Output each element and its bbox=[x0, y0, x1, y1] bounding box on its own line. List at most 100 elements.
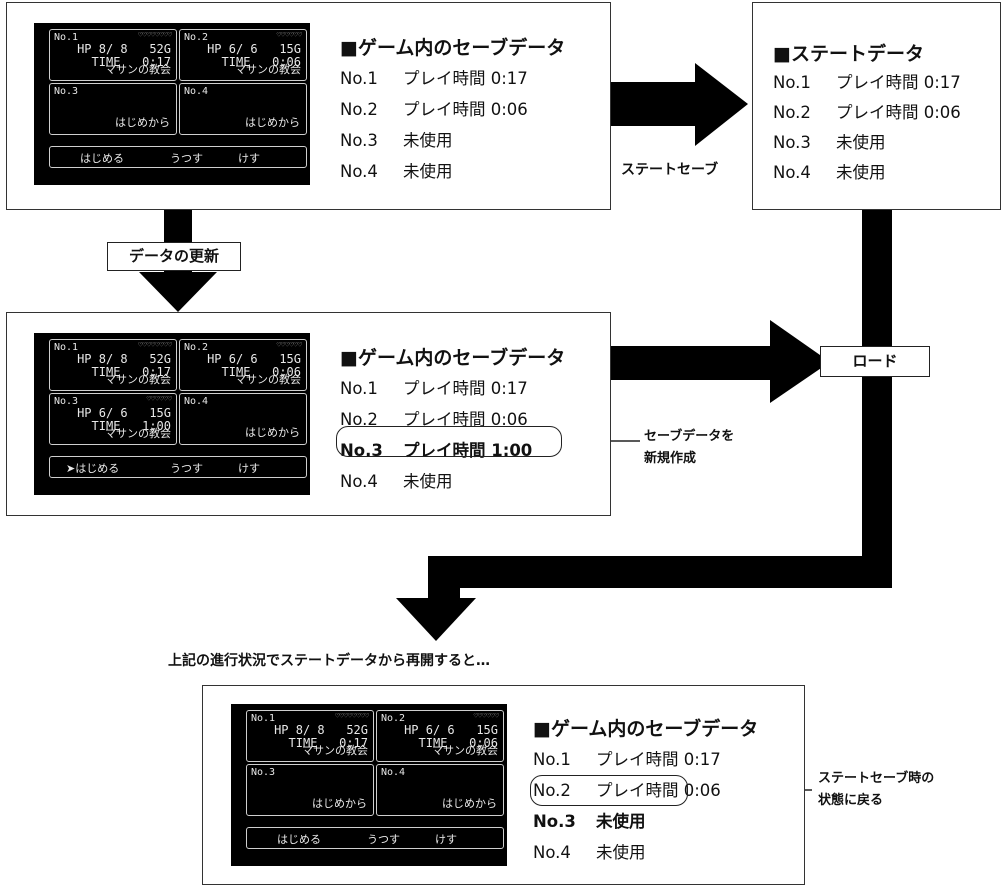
slot-hearts: ♡♡♡♡♡♡♡♡ bbox=[138, 31, 172, 39]
menu-item[interactable]: けす bbox=[238, 462, 260, 475]
new-save-note-line1: セーブデータを bbox=[644, 429, 735, 444]
slot-time: TIME 1:00 bbox=[91, 419, 171, 433]
slot-hp: HP 8/ 8 52G bbox=[274, 723, 368, 737]
new-save-note-line2: 新規作成 bbox=[644, 451, 697, 466]
slot-time: TIME 0:06 bbox=[418, 736, 498, 750]
highlight-no3-unused bbox=[530, 775, 688, 806]
slot-number: No.3 bbox=[54, 396, 79, 407]
slot-start: はじめから bbox=[442, 797, 497, 810]
resume-caption: 上記の進行状況でステートデータから再開すると… bbox=[168, 653, 490, 669]
revert-note: ステートセーブ時の 状態に戻る bbox=[818, 768, 934, 812]
save-slot-3[interactable]: No.3 はじめから bbox=[49, 83, 177, 135]
slot-time: TIME 0:17 bbox=[91, 55, 171, 69]
load-arrow-left bbox=[608, 320, 830, 403]
slot-number: No.2 bbox=[184, 32, 209, 43]
new-save-note: セーブデータを 新規作成 bbox=[644, 426, 734, 470]
menu-item[interactable]: うつす bbox=[170, 462, 203, 475]
menu-item[interactable]: はじめる bbox=[80, 152, 124, 165]
slot-hearts: ♡♡♡♡♡♡ bbox=[276, 31, 302, 39]
slot-hp: HP 6/ 6 15G bbox=[207, 352, 301, 366]
slot-number: No.2 bbox=[184, 342, 209, 353]
load-label: ロード bbox=[820, 346, 930, 377]
slot-hp: HP 8/ 8 52G bbox=[77, 352, 171, 366]
load-path-vertical bbox=[862, 210, 892, 588]
slot-location: マサンの教会 bbox=[105, 427, 171, 440]
slot-time: TIME 0:06 bbox=[221, 365, 301, 379]
menu-item[interactable]: ➤はじめる bbox=[66, 462, 120, 475]
slot-time: TIME 0:17 bbox=[91, 365, 171, 379]
slot-number: No.2 bbox=[381, 713, 406, 724]
slot-hp: HP 6/ 6 15G bbox=[404, 723, 498, 737]
update-arrow-head bbox=[139, 272, 217, 312]
save-data-title: ■ゲーム内のセーブデータ bbox=[533, 718, 759, 740]
highlight-no3-new bbox=[336, 426, 562, 457]
slot-hearts: ♡♡♡♡♡♡♡♡ bbox=[335, 712, 369, 720]
slot-number: No.1 bbox=[251, 713, 276, 724]
slot-number: No.3 bbox=[54, 86, 79, 97]
load-path-horizontal bbox=[428, 556, 892, 588]
slot-hp: HP 6/ 6 15G bbox=[207, 42, 301, 56]
slot-start: はじめから bbox=[245, 426, 300, 439]
menu-item[interactable]: けす bbox=[238, 152, 260, 165]
revert-note-line1: ステートセーブ時の bbox=[818, 771, 935, 786]
slot-number: No.4 bbox=[381, 767, 406, 778]
slot-start: はじめから bbox=[312, 797, 367, 810]
slot-location: マサンの教会 bbox=[235, 63, 301, 76]
resume-arrow-stem bbox=[428, 586, 460, 600]
game-menu: ➤はじめる うつす けす bbox=[49, 456, 307, 478]
state-data-title: ■ステートデータ bbox=[773, 43, 924, 65]
revert-note-line2: 状態に戻る bbox=[818, 793, 884, 808]
slot-hearts: ♡♡♡♡♡♡ bbox=[473, 712, 499, 720]
save-slot-4[interactable]: No.4 はじめから bbox=[376, 764, 504, 816]
save-slot-4[interactable]: No.4 はじめから bbox=[179, 393, 307, 445]
menu-item[interactable]: はじめる bbox=[277, 833, 321, 846]
state-save-arrow bbox=[608, 63, 748, 146]
slot-hearts: ♡♡♡♡♡♡ bbox=[146, 395, 172, 403]
slot-hearts: ♡♡♡♡♡♡ bbox=[276, 341, 302, 349]
save-data-title: ■ゲーム内のセーブデータ bbox=[340, 37, 566, 59]
slot-location: マサンの教会 bbox=[432, 744, 498, 757]
slot-number: No.4 bbox=[184, 396, 209, 407]
slot-start: はじめから bbox=[115, 116, 170, 129]
menu-item[interactable]: うつす bbox=[367, 833, 400, 846]
slot-location: マサンの教会 bbox=[302, 744, 368, 757]
slot-location: マサンの教会 bbox=[105, 373, 171, 386]
slot-location: マサンの教会 bbox=[105, 63, 171, 76]
slot-hp: HP 8/ 8 52G bbox=[77, 42, 171, 56]
menu-item[interactable]: けす bbox=[435, 833, 457, 846]
slot-number: No.1 bbox=[54, 342, 79, 353]
slot-location: マサンの教会 bbox=[235, 373, 301, 386]
menu-item[interactable]: うつす bbox=[170, 152, 203, 165]
